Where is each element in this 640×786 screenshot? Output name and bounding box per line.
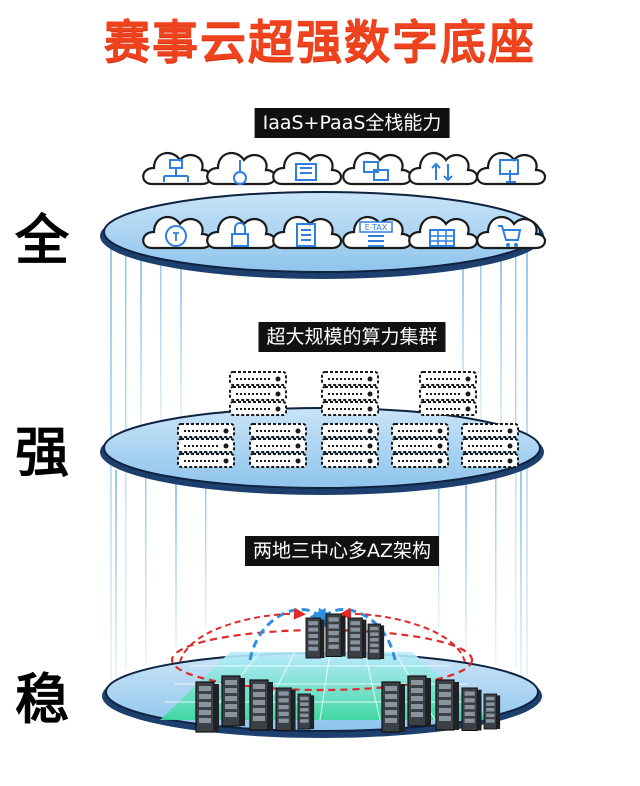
network-cloud-icon: [142, 151, 213, 186]
chat-cloud-icon: [342, 151, 413, 186]
layer-label-fullstack: IaaS+PaaS全栈能力: [254, 108, 450, 138]
page-title: 赛事云超强数字底座: [104, 15, 536, 69]
layer-label-compute: 超大规模的算力集群: [258, 322, 446, 352]
cart-cloud-icon: [476, 215, 547, 250]
24h-cloud-icon: [142, 215, 213, 250]
side-char-full: 全: [15, 209, 69, 272]
storage-cloud-icon: [206, 151, 277, 186]
document-cloud-icon: [272, 215, 343, 250]
etax-cloud-icon: E-TAX: [342, 215, 413, 250]
etax-badge-text: E-TAX: [365, 223, 388, 232]
disc-middle: [100, 371, 544, 495]
database-fire-cloud-icon: [408, 215, 479, 250]
disc-bottom: [102, 607, 542, 738]
lock-cloud-icon: [206, 215, 277, 250]
side-char-stable: 稳: [15, 668, 69, 731]
printer-cloud-icon: [272, 151, 343, 186]
touch-cloud-icon: [476, 151, 547, 186]
side-char-strong: 强: [15, 421, 69, 484]
transfer-cloud-icon: [408, 151, 479, 186]
layer-label-architecture: 两地三中心多AZ架构: [244, 536, 440, 566]
cloud-service-icons: E-TAX: [142, 151, 547, 250]
